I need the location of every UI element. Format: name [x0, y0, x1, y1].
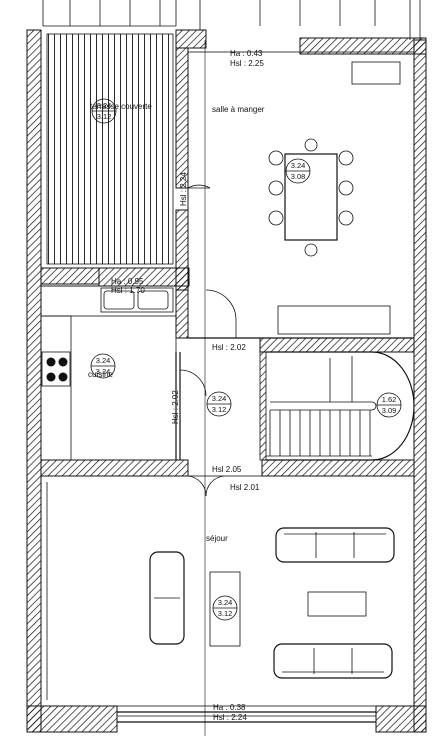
outside-top [42, 0, 421, 40]
dining-room [187, 51, 415, 339]
hall-door [205, 289, 237, 338]
svg-text:3.24: 3.24 [97, 101, 112, 110]
svg-text:3.24: 3.24 [212, 394, 227, 403]
svg-text:3.12: 3.12 [218, 609, 233, 618]
room-label-dining: salle à manger [212, 105, 265, 114]
terrace-door-height: Hsl : 2.24 [179, 172, 188, 206]
sideboard [351, 61, 401, 85]
sofa-top [275, 527, 395, 563]
hall-top-height: Hsl : 2.02 [212, 343, 246, 352]
dining-table [268, 138, 354, 257]
svg-text:1.62: 1.62 [382, 395, 397, 404]
dining-top-ha: Ha : 0.43 [230, 49, 263, 58]
hall-bottom-height: Hsl 2.05 [212, 465, 242, 474]
terrace-door [187, 184, 211, 210]
svg-text:3.24: 3.24 [291, 161, 306, 170]
level-marker-kitchen: 3.24 3.24 [90, 353, 116, 379]
interior-walls [40, 47, 415, 477]
room-label-terrace: terrasse couverte [90, 102, 152, 111]
living-room [40, 475, 415, 707]
level-marker-terrace: 3.24 3.12 [91, 98, 117, 124]
svg-text:3.24: 3.24 [96, 367, 111, 376]
level-marker-living: 3.24 3.12 [212, 595, 238, 621]
hall-side-height: Hsl : 2.02 [171, 390, 180, 424]
staircase [266, 351, 415, 461]
svg-text:3.12: 3.12 [212, 405, 227, 414]
svg-text:3.12: 3.12 [97, 112, 112, 121]
svg-text:3.24: 3.24 [218, 598, 233, 607]
kitchen-window-ha: Ha : 0.95 [111, 277, 144, 286]
exterior-walls [26, 29, 427, 733]
room-label-living: séjour [206, 534, 228, 543]
low-table [209, 571, 241, 647]
sofa-bottom [273, 643, 393, 679]
terrace-decking [46, 33, 174, 265]
svg-text:3.24: 3.24 [96, 356, 111, 365]
level-marker-stair: 1.62 3.09 [376, 392, 402, 418]
level-marker-hall: 3.24 3.12 [206, 391, 232, 417]
living-door [187, 475, 225, 497]
svg-text:3.09: 3.09 [382, 406, 397, 415]
living-bottom-hsl: Hsl : 2.24 [213, 713, 247, 722]
sofa-left [149, 551, 185, 645]
kitchen [40, 285, 177, 461]
kitchen-window-hsl: Hsl : 1.70 [111, 286, 145, 295]
svg-text:3.08: 3.08 [291, 172, 306, 181]
coffee-table [307, 591, 367, 617]
room-label-kitchen: cuisine [88, 370, 113, 379]
cabinet [277, 305, 391, 335]
dining-top-hsl: Hsl : 2.25 [230, 59, 264, 68]
kitchen-door [179, 369, 207, 397]
level-marker-dining: 3.24 3.08 [285, 158, 311, 184]
living-bottom-ha: Ha : 0.38 [213, 703, 246, 712]
living-top-height: Hsl 2.01 [230, 483, 260, 492]
